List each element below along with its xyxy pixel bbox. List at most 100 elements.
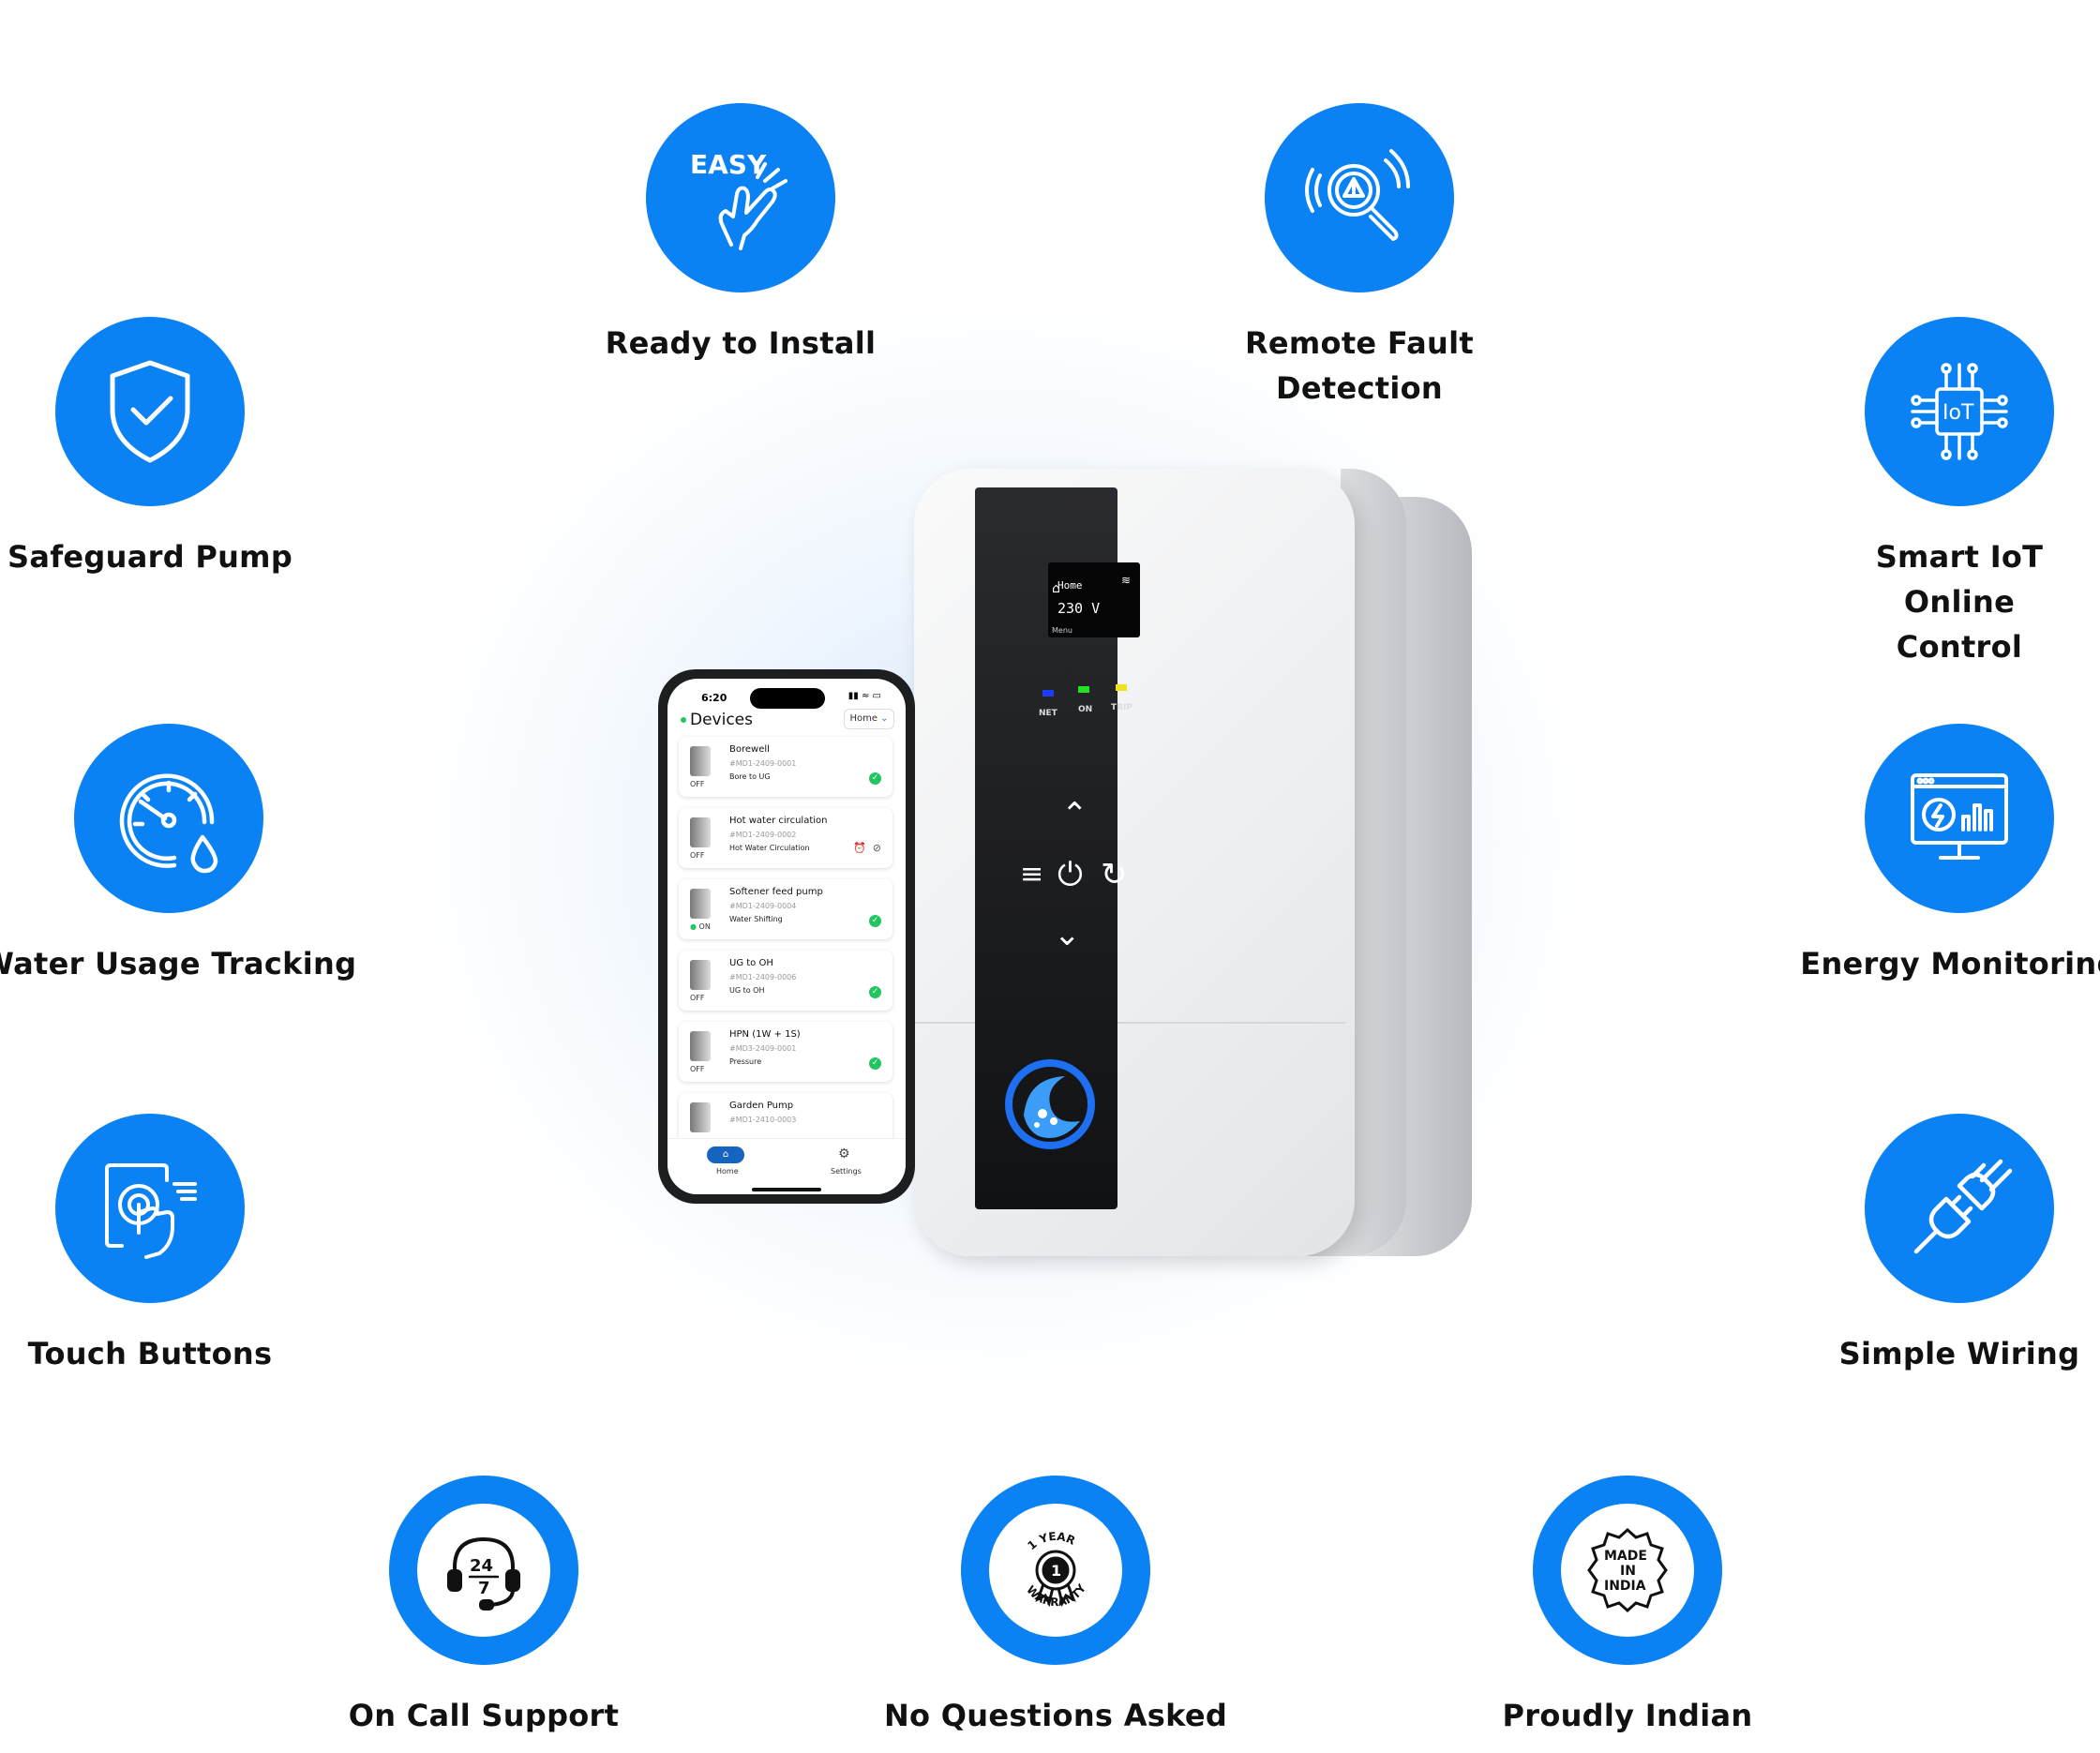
indian-label: Proudly Indian bbox=[1502, 1698, 1753, 1733]
svg-text:IoT: IoT bbox=[1942, 401, 1974, 425]
plug-icon bbox=[1865, 1114, 2054, 1303]
up-arrow-button[interactable]: ⌃ bbox=[1061, 796, 1088, 833]
devices-title-text: Devices bbox=[690, 711, 753, 729]
warranty-badge: 1 YEAR WARRANTY 1 bbox=[961, 1476, 1150, 1665]
warranty-medal-icon: 1 YEAR WARRANTY 1 bbox=[1024, 1530, 1088, 1609]
down-arrow-button[interactable]: ⌄ bbox=[1054, 916, 1081, 953]
check-icon: ✓ bbox=[869, 1057, 881, 1070]
timer-off-icon: ⊘ bbox=[872, 842, 881, 854]
lcd-mode: Home bbox=[1058, 579, 1083, 592]
feature-smart-iot: IoT Smart IoT Online Control bbox=[1762, 317, 2100, 669]
device-state-text: ON bbox=[698, 922, 711, 931]
svg-text:1: 1 bbox=[1051, 1562, 1061, 1580]
device-thumb bbox=[690, 817, 711, 847]
home-indicator bbox=[752, 1188, 821, 1191]
headset-24-7-icon: 24 7 bbox=[447, 1537, 520, 1611]
device-card[interactable]: OFF HPN (1W + 1S) #MD3-2409-0001 Pressur… bbox=[679, 1022, 892, 1082]
device-card[interactable]: OFF Hot water circulation #MD1-2409-0002… bbox=[679, 808, 892, 868]
svg-text:1 YEAR: 1 YEAR bbox=[1025, 1530, 1077, 1552]
home-selector[interactable]: Home ⌄ bbox=[844, 709, 894, 729]
feature-water-usage: Water Usage Tracking bbox=[0, 724, 366, 986]
led-on-label: ON bbox=[1078, 705, 1093, 714]
devices-title: Devices bbox=[681, 711, 753, 729]
check-icon: ✓ bbox=[869, 986, 881, 998]
feature-safeguard: Safeguard Pump bbox=[0, 317, 347, 579]
device-id: #MD1-2409-0004 bbox=[729, 902, 797, 910]
feature-ready-install: EASY Ready to Install bbox=[544, 103, 938, 366]
tab-settings-label[interactable]: Settings bbox=[831, 1167, 862, 1176]
lcd-menu-label: Menu bbox=[1052, 626, 1072, 635]
status-time: 6:20 bbox=[701, 692, 728, 704]
tab-home-label[interactable]: Home bbox=[716, 1167, 739, 1176]
feature-warranty: 1 YEAR WARRANTY 1 No Questions Asked bbox=[859, 1476, 1252, 1738]
check-icon: ✓ bbox=[869, 772, 881, 785]
svg-text:INDIA: INDIA bbox=[1604, 1579, 1646, 1594]
water-usage-label: Water Usage Tracking bbox=[0, 946, 357, 981]
device-state: OFF bbox=[690, 851, 705, 860]
touch-label: Touch Buttons bbox=[27, 1336, 273, 1371]
home-selector-label: Home bbox=[849, 713, 878, 724]
device-lower-cover bbox=[914, 1022, 1345, 1258]
led-on-indicator bbox=[1078, 686, 1089, 693]
iot-chip-icon: IoT bbox=[1865, 317, 2054, 506]
easy-install-icon: EASY bbox=[646, 103, 835, 292]
wiring-label: Simple Wiring bbox=[1838, 1336, 2080, 1371]
menu-button[interactable]: ≡ bbox=[1020, 858, 1044, 891]
device-state: OFF bbox=[690, 1065, 705, 1073]
made-in-india-badge: MADE IN INDIA bbox=[1533, 1476, 1722, 1665]
water-gauge-icon bbox=[74, 724, 263, 913]
feature-remote-fault: Remote Fault Detection bbox=[1162, 103, 1556, 411]
ready-install-label: Ready to Install bbox=[605, 325, 877, 361]
svg-text:IN: IN bbox=[1620, 1564, 1636, 1579]
made-in-india-stamp-icon: MADE IN INDIA bbox=[1587, 1527, 1668, 1613]
energy-label: Energy Monitoring bbox=[1800, 946, 2100, 981]
device-name: Softener feed pump bbox=[729, 887, 823, 897]
device-lcd: Home 230 V bbox=[1048, 562, 1140, 637]
device-id: #MD1-2409-0002 bbox=[729, 831, 797, 839]
device-card[interactable]: OFF UG to OH #MD1-2409-0006 UG to OH ✓ bbox=[679, 951, 892, 1011]
svg-text:MADE: MADE bbox=[1604, 1549, 1647, 1564]
device-sub: UG to OH bbox=[729, 986, 765, 995]
led-net-label: NET bbox=[1039, 709, 1058, 718]
device-name: HPN (1W + 1S) bbox=[729, 1029, 801, 1040]
alarm-icon: ⏰ bbox=[853, 842, 866, 854]
led-trip-indicator bbox=[1116, 684, 1127, 691]
device-thumb bbox=[690, 1031, 711, 1061]
device-thumb bbox=[690, 889, 711, 919]
device-card[interactable]: OFF Borewell #MD1-2409-0001 Bore to UG ✓ bbox=[679, 737, 892, 797]
smart-iot-label-line1: Smart IoT Online bbox=[1875, 539, 2044, 620]
svg-text:WARRANTY: WARRANTY bbox=[1024, 1581, 1088, 1609]
feature-energy: Energy Monitoring bbox=[1762, 724, 2100, 986]
power-button[interactable]: ⏻ bbox=[1058, 856, 1083, 893]
svg-text:24: 24 bbox=[470, 1556, 493, 1576]
gear-icon[interactable]: ⚙ bbox=[838, 1146, 850, 1161]
support-badge: 24 7 bbox=[389, 1476, 578, 1665]
device-thumb bbox=[690, 960, 711, 990]
device-thumb bbox=[690, 746, 711, 776]
shield-check-icon bbox=[55, 317, 245, 506]
smart-iot-label: Smart IoT Online Control bbox=[1819, 534, 2100, 669]
device-name: Hot water circulation bbox=[729, 816, 828, 826]
tab-home-icon[interactable]: ⌂ bbox=[707, 1146, 744, 1163]
feature-touch: Touch Buttons bbox=[0, 1114, 347, 1376]
device-card[interactable]: ● ON Softener feed pump #MD1-2409-0004 W… bbox=[679, 879, 892, 939]
brand-logo-icon bbox=[1005, 1059, 1095, 1149]
lcd-home-icon: ⌂ bbox=[1052, 581, 1060, 596]
feature-wiring: Simple Wiring bbox=[1762, 1114, 2100, 1376]
svg-text:EASY: EASY bbox=[690, 149, 767, 180]
device-sub: Hot Water Circulation bbox=[729, 844, 810, 852]
phone-screen: 6:20 ▮▮ ≈ ▭ Devices Home ⌄ OFF Borewell … bbox=[668, 679, 906, 1194]
device-id: #MD1-2410-0003 bbox=[729, 1116, 797, 1124]
device-name: UG to OH bbox=[729, 958, 773, 968]
feature-indian: MADE IN INDIA Proudly Indian bbox=[1431, 1476, 1824, 1738]
device-sub: Water Shifting bbox=[729, 915, 783, 923]
device-sub: Bore to UG bbox=[729, 772, 771, 781]
touch-hand-icon bbox=[55, 1114, 245, 1303]
chevron-down-icon: ⌄ bbox=[880, 713, 889, 724]
phone-notch bbox=[750, 688, 825, 709]
reset-button[interactable]: ↻ bbox=[1101, 856, 1128, 893]
lcd-voltage: 230 V bbox=[1058, 600, 1101, 617]
fault-search-icon bbox=[1265, 103, 1454, 292]
device-id: #MD1-2409-0006 bbox=[729, 973, 797, 981]
device-name: Borewell bbox=[729, 744, 770, 755]
